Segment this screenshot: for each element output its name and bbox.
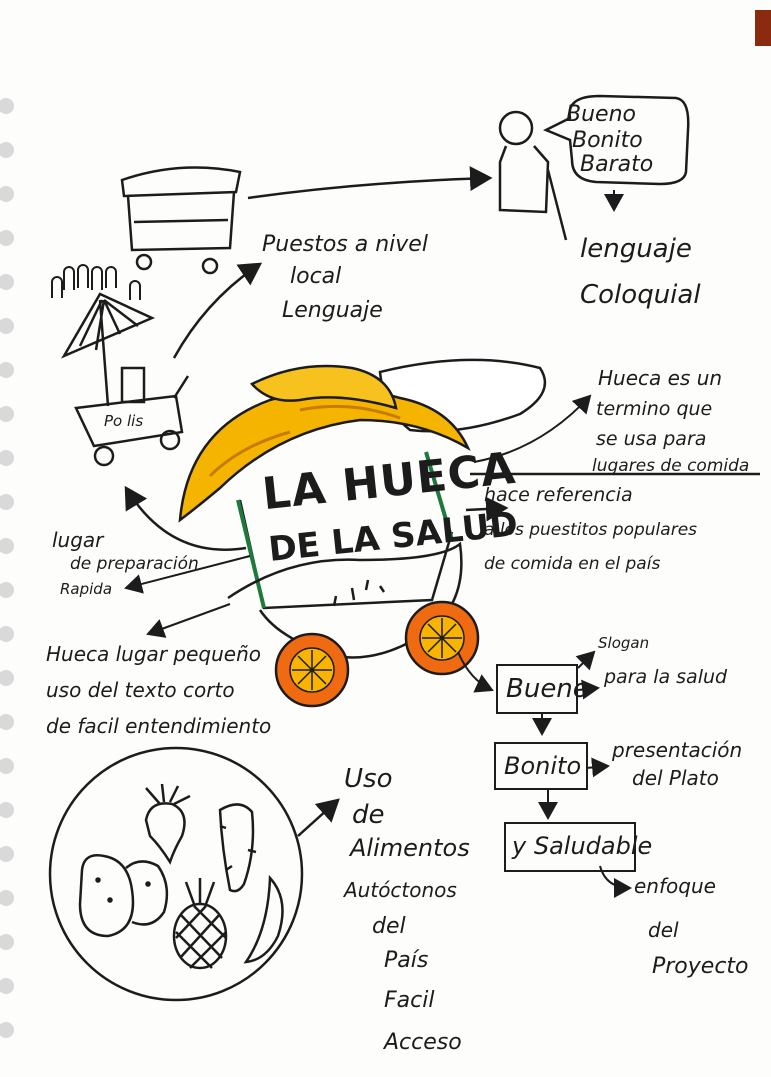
alimentos-4: Autóctonos [344, 880, 457, 900]
referencia-1: hace referencia [484, 486, 633, 505]
cart-sign: Po lis [104, 414, 143, 429]
bueno-label: Bueno [506, 676, 589, 702]
referencia-2: a los puestitos populares [484, 522, 697, 539]
referencia-3: de comida en el país [484, 556, 660, 573]
coloquial-label: Coloquial [580, 282, 701, 308]
alimentos-7: Facil [384, 990, 434, 1012]
slogan-note-2: para la salud [604, 668, 727, 687]
vendor-cart-icon [122, 168, 240, 274]
hueca-def-3: se usa para [596, 430, 706, 449]
quote-bonito: Bonito [572, 130, 643, 152]
hueca-def-4: lugares de comida [592, 458, 749, 475]
saludable-label: y Saludable [512, 834, 652, 858]
hueca-def-1: Hueca es un [598, 368, 722, 388]
enfoque-1: enfoque [634, 876, 716, 896]
enfoque-2: del [648, 920, 679, 940]
presentacion-1: presentación [612, 740, 742, 760]
bonito-label: Bonito [504, 754, 581, 778]
radish-icon [146, 784, 190, 862]
bueno-box: Bueno [496, 664, 578, 714]
alimentos-2: de [352, 802, 385, 828]
lugar-prep-2: de preparación [70, 556, 199, 573]
puestos-line-2: local [290, 266, 341, 288]
lugar-prep-3: Rapida [60, 582, 112, 597]
potato-icon [80, 855, 167, 936]
quote-bueno: Bueno [566, 104, 636, 126]
alimentos-5: del [372, 916, 406, 938]
bonito-box: Bonito [494, 742, 588, 790]
lugar-prep-1: lugar [52, 530, 103, 550]
umbrella-cart-icon [64, 294, 188, 465]
food-circle [50, 748, 302, 1000]
hueca-peq-2: uso del texto corto [46, 680, 235, 700]
lenguaje-label: lenguaje [580, 236, 692, 262]
alimentos-8: Acceso [384, 1032, 462, 1054]
puestos-line-1: Puestos a nivel [262, 234, 428, 256]
presentacion-2: del Plato [632, 768, 719, 788]
quote-barato: Barato [580, 154, 653, 176]
person-icon [500, 112, 566, 240]
spiral-holes [0, 98, 14, 1038]
alimentos-6: País [384, 950, 428, 972]
slogan-note-1: Slogan [598, 636, 649, 651]
corner-tab [755, 10, 771, 46]
saludable-box: y Saludable [504, 822, 636, 872]
alimentos-3: Alimentos [350, 836, 470, 860]
crowd-icon [52, 265, 140, 300]
pineapple-icon [174, 878, 226, 968]
yam-icon [220, 804, 256, 891]
hueca-def-2: termino que [596, 400, 712, 419]
enfoque-3: Proyecto [652, 956, 749, 978]
alimentos-1: Uso [344, 766, 392, 792]
puestos-line-3: Lenguaje [282, 300, 383, 322]
hueca-peq-3: de facil entendimiento [46, 716, 271, 736]
hueca-peq-1: Hueca lugar pequeño [46, 644, 261, 664]
